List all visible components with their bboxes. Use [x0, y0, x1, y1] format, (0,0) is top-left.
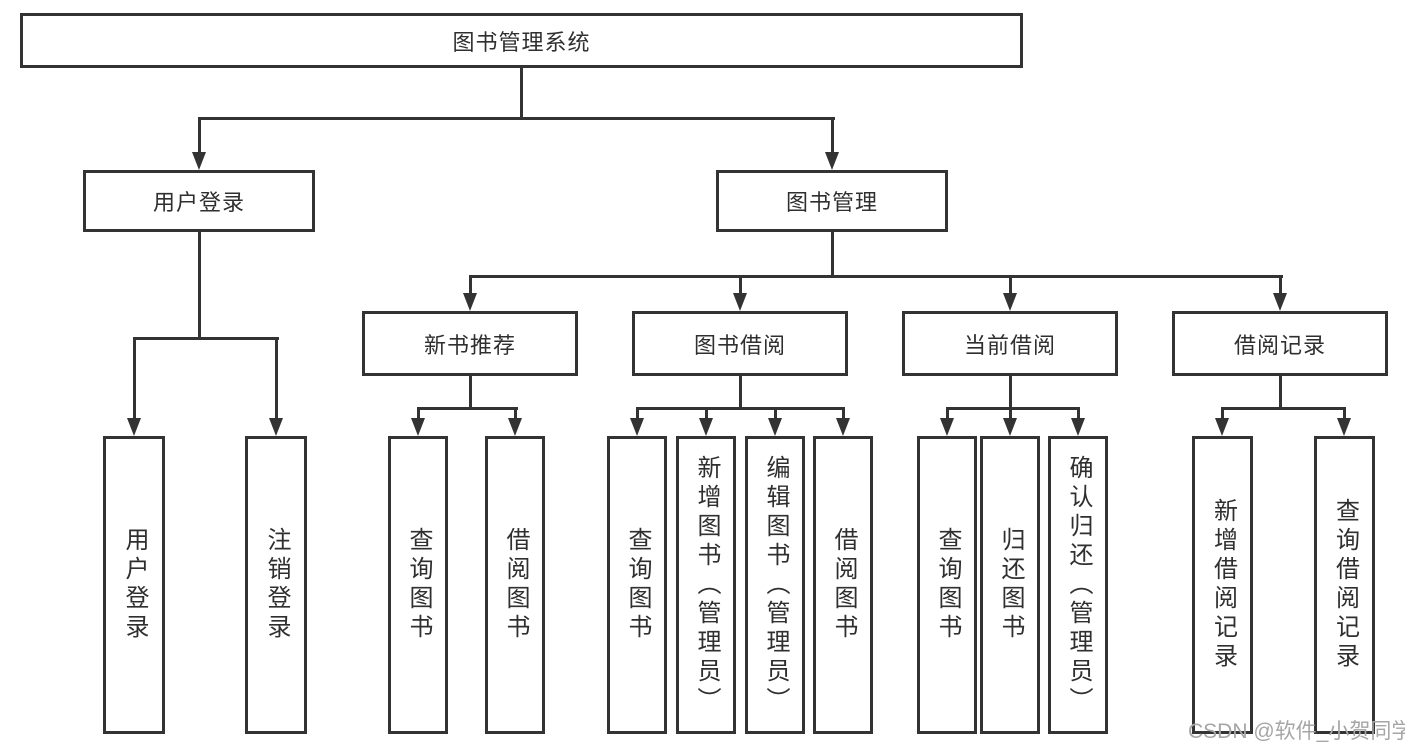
- node-label: 新增借阅记录: [1209, 498, 1237, 672]
- node-label: 用户登录: [152, 190, 245, 215]
- connector-line: [1279, 275, 1282, 295]
- node-label: 图书管理系统: [452, 29, 591, 55]
- node-label: 查询图书: [405, 527, 432, 643]
- node-library-management-system: 图书管理系统: [20, 13, 1023, 68]
- leaf-query-books-recommendation: 查询图书: [388, 436, 448, 734]
- arrow-down-icon: [825, 152, 839, 170]
- connector-line: [636, 407, 639, 420]
- connector-line: [469, 275, 1283, 278]
- leaf-query-books-current: 查询图书: [917, 436, 977, 734]
- connector-line: [1009, 376, 1012, 409]
- node-book-management: 图书管理: [716, 170, 948, 232]
- arrow-down-icon: [940, 418, 954, 436]
- connector-line: [831, 117, 834, 153]
- connector-line: [842, 407, 845, 420]
- node-label: 查询图书: [624, 527, 651, 643]
- connector-line: [133, 337, 279, 340]
- connector-line: [739, 376, 742, 409]
- connector-line: [514, 407, 517, 420]
- node-new-book-recommendation: 新书推荐: [362, 311, 578, 376]
- arrow-down-icon: [1003, 293, 1017, 311]
- node-borrowing-records: 借阅记录: [1172, 311, 1388, 376]
- arrow-down-icon: [127, 418, 141, 436]
- node-label: 图书借阅: [693, 332, 786, 358]
- arrow-down-icon: [1071, 418, 1085, 436]
- leaf-borrow-books-borrowing: 借阅图书: [813, 436, 873, 734]
- node-label: 确认归还（管理员）: [1065, 454, 1092, 716]
- node-label: 查询借阅记录: [1331, 498, 1359, 672]
- connector-line: [946, 407, 1080, 410]
- leaf-query-books-borrowing: 查询图书: [607, 436, 667, 734]
- connector-line: [946, 407, 949, 420]
- node-label: 查询图书: [934, 527, 961, 643]
- arrow-down-icon: [699, 418, 713, 436]
- connector-line: [1009, 407, 1012, 420]
- leaf-add-book-admin: 新增图书（管理员）: [676, 436, 736, 734]
- connector-line: [198, 232, 201, 337]
- node-label: 用户登录: [121, 527, 148, 643]
- leaf-add-borrowing-record: 新增借阅记录: [1192, 436, 1253, 734]
- arrow-down-icon: [463, 293, 477, 311]
- leaf-edit-book-admin: 编辑图书（管理员）: [745, 436, 805, 734]
- arrow-down-icon: [630, 418, 644, 436]
- csdn-watermark: CSDN @软件_小贺同学: [1188, 720, 1405, 743]
- leaf-query-borrowing-record: 查询借阅记录: [1314, 436, 1375, 734]
- connector-line: [1221, 407, 1224, 420]
- node-label: 注销登录: [263, 527, 290, 643]
- arrow-down-icon: [508, 418, 522, 436]
- node-label: 借阅图书: [502, 527, 529, 643]
- connector-line: [275, 337, 278, 419]
- connector-line: [198, 117, 201, 153]
- leaf-borrow-books-recommendation: 借阅图书: [485, 436, 545, 734]
- connector-line: [469, 275, 472, 295]
- connector-line: [1009, 275, 1012, 295]
- node-label: 借阅图书: [830, 527, 857, 643]
- node-label: 新书推荐: [423, 332, 516, 358]
- node-label: 借阅记录: [1233, 332, 1326, 358]
- connector-line: [831, 232, 834, 277]
- connector-line: [133, 337, 136, 419]
- leaf-confirm-return-admin: 确认归还（管理员）: [1048, 436, 1108, 734]
- connector-line: [198, 117, 835, 120]
- connector-line: [1077, 407, 1080, 420]
- connector-line: [417, 407, 518, 410]
- connector-line: [739, 275, 742, 295]
- arrow-down-icon: [1337, 418, 1351, 436]
- node-label: 当前借阅: [963, 332, 1056, 358]
- connector-line: [636, 407, 845, 410]
- connector-line: [1279, 376, 1282, 409]
- arrow-down-icon: [836, 418, 850, 436]
- node-label: 编辑图书（管理员）: [762, 454, 789, 716]
- arrow-down-icon: [411, 418, 425, 436]
- arrow-down-icon: [1003, 418, 1017, 436]
- arrow-down-icon: [768, 418, 782, 436]
- leaf-return-book: 归还图书: [980, 436, 1040, 734]
- leaf-logout: 注销登录: [245, 436, 307, 734]
- connector-line: [1343, 407, 1346, 420]
- arrow-down-icon: [269, 418, 283, 436]
- node-book-borrowing: 图书借阅: [632, 311, 848, 376]
- connector-line: [469, 376, 472, 409]
- node-label: 图书管理: [785, 190, 878, 215]
- arrow-down-icon: [1273, 293, 1287, 311]
- connector-line: [705, 407, 708, 420]
- node-label: 新增图书（管理员）: [693, 454, 720, 716]
- connector-line: [417, 407, 420, 420]
- arrow-down-icon: [733, 293, 747, 311]
- node-user-login: 用户登录: [83, 170, 315, 232]
- arrow-down-icon: [192, 152, 206, 170]
- arrow-down-icon: [1215, 418, 1229, 436]
- connector-line: [1221, 407, 1346, 410]
- connector-line: [774, 407, 777, 420]
- leaf-user-login: 用户登录: [103, 436, 165, 734]
- connector-line: [520, 68, 523, 119]
- node-label: 归还图书: [997, 527, 1024, 643]
- node-current-borrowing: 当前借阅: [902, 311, 1118, 376]
